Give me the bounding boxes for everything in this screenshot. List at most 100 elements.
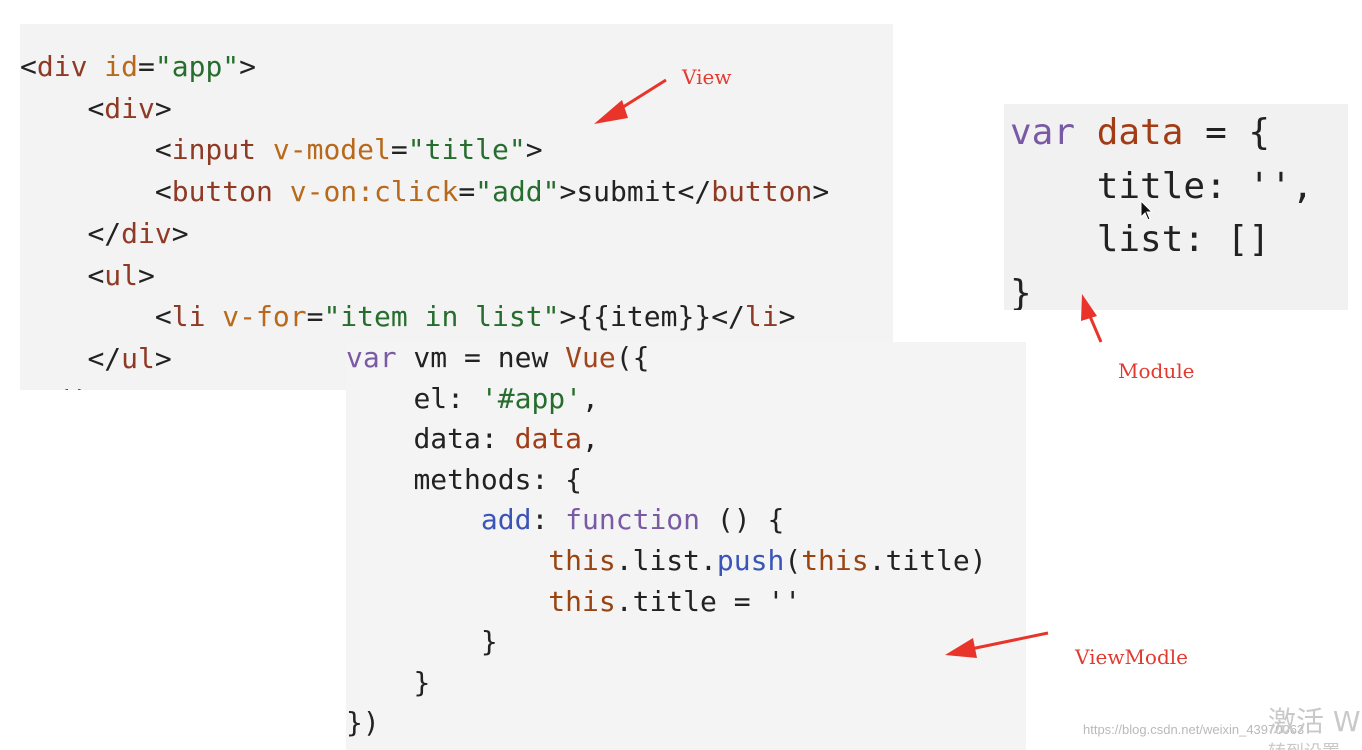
token-text: .list. (615, 543, 717, 577)
token-tag: button (171, 175, 273, 209)
token-indent (346, 666, 413, 699)
token-punct: = (306, 300, 324, 334)
token-indent (346, 544, 548, 577)
token-indent (1010, 219, 1097, 260)
token-string: "add" (475, 175, 560, 209)
code-line: data: data, (346, 422, 599, 456)
vue-instance-code-panel: var vm = new Vue({ el: '#app', data: dat… (346, 342, 1026, 750)
code-line: el: '#app', (346, 381, 598, 415)
token-indent (20, 300, 155, 333)
code-line: list: [] (1010, 219, 1270, 260)
token-text: vm = (396, 342, 498, 374)
token-punct: < (87, 258, 105, 292)
token-punct: < (87, 91, 105, 125)
token-key: el: (413, 381, 481, 415)
token-variable: data (1075, 112, 1184, 153)
token-punct: = (390, 133, 408, 167)
token-punct: </ (677, 175, 712, 209)
token-punct: < (154, 300, 172, 334)
code-line: } (1010, 273, 1032, 311)
token-text: .title) (868, 543, 987, 577)
token-indent (20, 259, 87, 292)
token-attr: v-for (205, 300, 307, 334)
token-tag: ul (104, 258, 139, 292)
token-text: } (1010, 272, 1032, 311)
token-punct: </ (20, 384, 54, 390)
token-text: = { (1183, 112, 1271, 153)
code-line: title: '', (1010, 166, 1314, 207)
watermark-activate-windows: 激活 W (1268, 705, 1361, 738)
token-attr: v-on:click (272, 175, 459, 209)
token-text: ( (784, 543, 802, 577)
token-punct: < (20, 50, 37, 83)
token-text: } (413, 665, 431, 699)
code-line: <ul> (20, 258, 155, 292)
token-indent (1010, 166, 1097, 207)
token-key: methods: { (413, 462, 583, 496)
code-line: </ul> (20, 341, 172, 375)
code-line: }) (346, 706, 380, 739)
token-punct: > (812, 175, 830, 209)
token-text: () { (700, 503, 785, 537)
token-punct: < (154, 175, 172, 209)
code-line: methods: { (346, 463, 582, 496)
token-indent (346, 625, 481, 658)
token-punct: > (104, 384, 121, 390)
token-tag: div (54, 384, 105, 390)
token-tag: input (171, 133, 257, 167)
annotation-module-label: Module (1118, 359, 1195, 383)
code-line: this.list.push(this.title) (346, 543, 987, 577)
token-function: push (716, 543, 785, 577)
token-string: "item in list" (323, 300, 560, 334)
token-keyword: var (346, 342, 397, 374)
code-line: </div> (20, 384, 121, 390)
token-tag: div (104, 91, 155, 125)
data-model-code-panel: var data = { title: '', list: [] } (1004, 104, 1348, 310)
token-punct: </ (87, 216, 122, 250)
token-text: , (582, 422, 599, 456)
token-punct: </ (87, 341, 122, 375)
token-indent (346, 382, 413, 415)
token-indent (346, 463, 413, 496)
token-punct: > (138, 258, 155, 292)
token-text: .title = '' (615, 584, 802, 618)
token-this: this (548, 543, 616, 577)
code-line: <input v-model="title"> (20, 133, 543, 166)
token-text: new (497, 342, 549, 374)
token-string: "app" (154, 50, 240, 83)
watermark-url: https://blog.csdn.net/weixin_43970063 (1083, 722, 1305, 737)
token-punct: </ (711, 300, 745, 334)
token-text: submit (576, 175, 678, 209)
code-line: <div id="app"> (20, 50, 256, 83)
watermark-go-to-settings: 转到设置 (1268, 738, 1340, 750)
token-tag: button (711, 175, 813, 209)
token-text: ({ (615, 342, 650, 374)
token-indent (346, 585, 548, 618)
token-punct: > (154, 341, 172, 375)
token-punct: > (559, 300, 577, 334)
html-template-code-panel: <div id="app"> <div> <input v-model="tit… (20, 24, 893, 390)
token-indent (346, 422, 413, 455)
token-tag: div (36, 50, 88, 83)
annotation-view-label: View (682, 65, 732, 89)
code-line: var vm = new Vue({ (346, 342, 649, 374)
token-punct: = (458, 175, 476, 209)
token-punct: > (525, 133, 543, 167)
html-code-block: <div id="app"> <div> <input v-model="tit… (20, 46, 829, 390)
token-tag: ul (121, 341, 155, 375)
token-text: }) (346, 706, 380, 740)
token-indent (20, 217, 87, 250)
token-punct: < (154, 133, 172, 167)
token-text: {{item}} (576, 300, 712, 334)
annotation-viewmodle-label: ViewModle (1075, 645, 1188, 669)
code-line: var data = { (1010, 112, 1270, 153)
token-variable: data (514, 422, 583, 456)
token-this: this (548, 584, 616, 618)
token-text: list: [] (1096, 219, 1271, 260)
token-attr: id (87, 50, 139, 83)
token-punct: > (778, 300, 796, 334)
token-class: Vue (548, 342, 616, 374)
token-tag: li (171, 300, 206, 334)
vue-code-block: var vm = new Vue({ el: '#app', data: dat… (346, 342, 987, 744)
